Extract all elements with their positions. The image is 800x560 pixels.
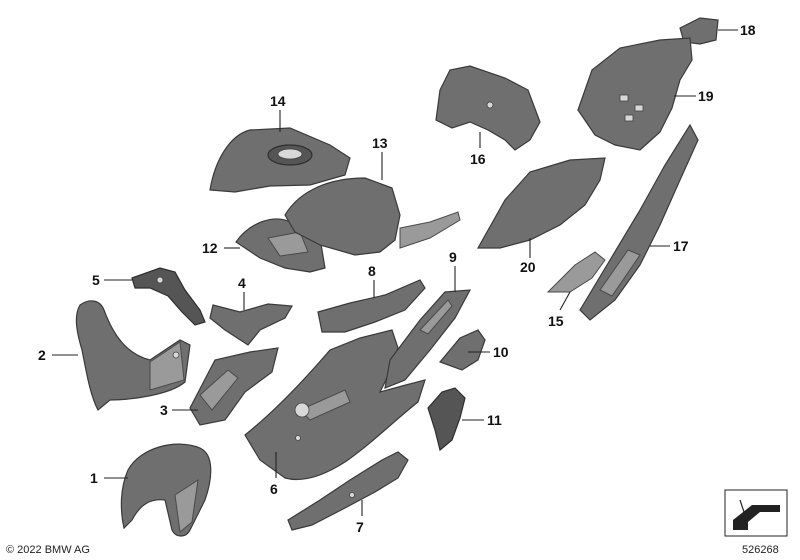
part-10-cover[interactable] (438, 329, 486, 371)
callout-8: 8 (368, 263, 376, 279)
part-11-mount[interactable] (427, 387, 466, 452)
part-19-tail-section[interactable] (577, 37, 693, 151)
callout-4: 4 (238, 275, 246, 291)
part-17-rear-side[interactable] (579, 123, 699, 321)
callout-9: 9 (449, 249, 457, 265)
part-9-side-strip[interactable] (384, 289, 472, 389)
part-4-trim[interactable] (209, 303, 293, 346)
callout-17: 17 (673, 238, 689, 254)
callout-12: 12 (202, 240, 218, 256)
part-7-belly-pan[interactable] (287, 451, 409, 531)
document-number: 526268 (742, 544, 779, 556)
callout-15: 15 (548, 313, 564, 329)
callout-16: 16 (470, 151, 486, 167)
callout-13: 13 (372, 135, 388, 151)
part-8-upper-trim[interactable] (317, 279, 426, 333)
part-14-tank-top[interactable] (209, 127, 351, 193)
part-6-side-fairing[interactable] (244, 329, 426, 481)
callout-19: 19 (698, 88, 714, 104)
folder-arrow-icon (724, 489, 788, 537)
callout-labels: 1 2 3 4 5 6 7 8 9 10 11 12 13 14 15 16 1… (38, 22, 756, 535)
part-1-front-mudguard[interactable] (120, 443, 212, 537)
callout-10: 10 (493, 344, 509, 360)
callout-7: 7 (356, 519, 364, 535)
callout-2: 2 (38, 347, 46, 363)
part-5-bracket[interactable] (131, 267, 206, 326)
callout-5: 5 (92, 272, 100, 288)
callout-3: 3 (160, 402, 168, 418)
callout-11: 11 (487, 412, 502, 428)
callout-14: 14 (270, 93, 286, 109)
callout-18: 18 (740, 22, 756, 38)
callout-20: 20 (520, 259, 536, 275)
copyright-text: © 2022 BMW AG (6, 544, 90, 556)
callout-6: 6 (270, 481, 278, 497)
part-3-side-panel[interactable] (189, 347, 279, 426)
callout-1: 1 (90, 470, 98, 486)
leader-lines (52, 29, 738, 516)
part-20-rear-cover[interactable] (476, 157, 606, 249)
part-16-frame-cover[interactable] (435, 65, 541, 151)
part-13-tank-cover[interactable] (284, 177, 461, 256)
part-2-front-fairing[interactable] (75, 300, 191, 411)
